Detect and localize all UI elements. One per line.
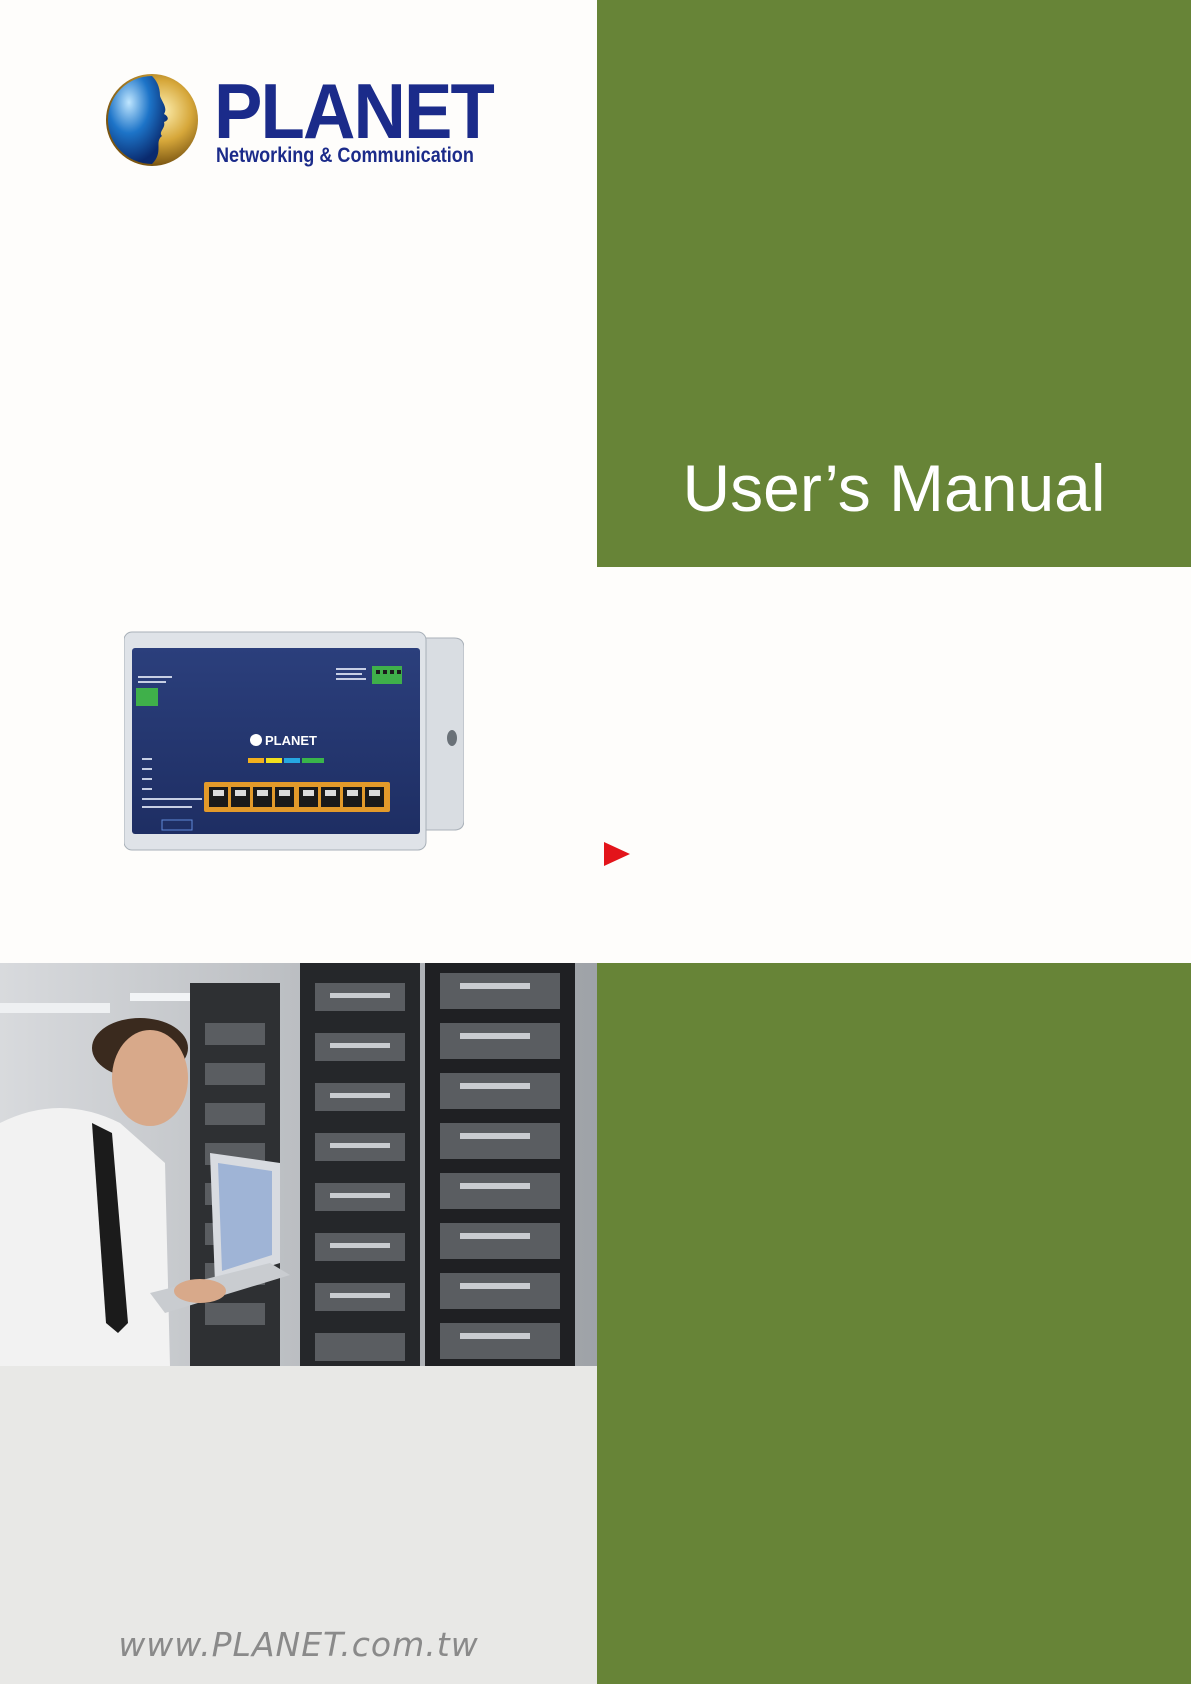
device-brand-label: PLANET [265, 733, 317, 748]
datacenter-photo [0, 963, 597, 1366]
logo-tagline: Networking & Communication [216, 144, 474, 168]
manual-title: User’s Manual [597, 450, 1191, 526]
planet-globe-icon [104, 72, 200, 168]
red-triangle-arrow-icon [604, 842, 630, 866]
green-footer-panel [597, 963, 1191, 1684]
switch-product-image: PLANET [124, 630, 464, 855]
planet-logo: PLANET Networking & Communication [104, 72, 494, 172]
website-url: www.PLANET.com.tw [0, 1625, 597, 1664]
